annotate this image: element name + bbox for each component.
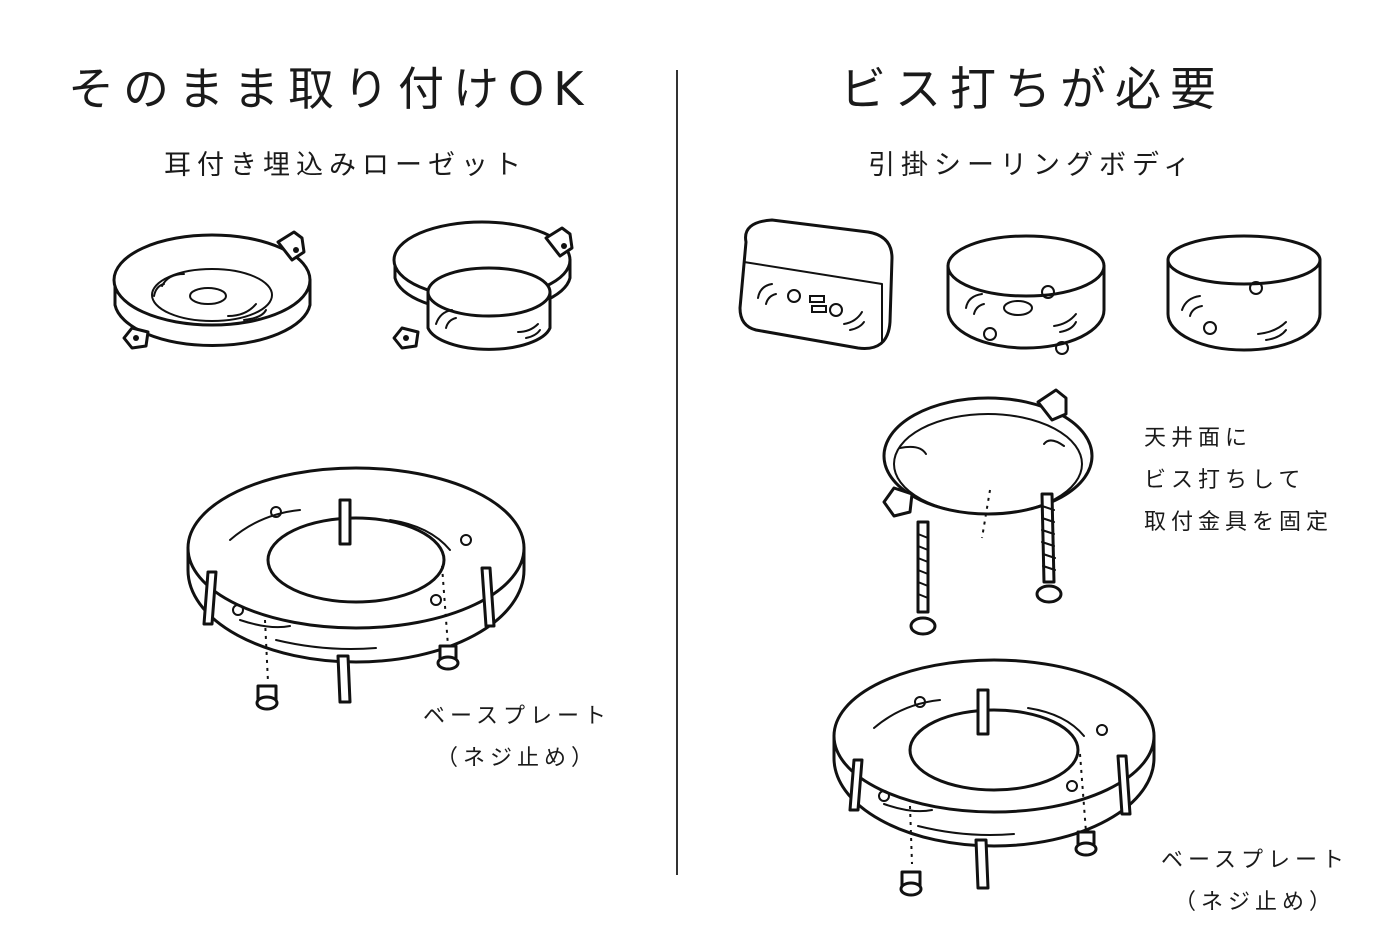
bracket-note-line-3: 取付金具を固定 <box>1144 509 1334 535</box>
right-subheading: 引掛シーリングボディ <box>868 150 1197 181</box>
bracket-note-line-1: 天井面に <box>1144 426 1253 451</box>
right-base-plate-caption: ベースプレート （ネジ止め） <box>1160 840 1350 924</box>
raised-rosette-illustration <box>392 220 574 351</box>
left-heading: そのまま取り付けOK <box>68 62 593 116</box>
center-divider <box>676 70 678 875</box>
mounting-bracket-illustration <box>882 388 1094 636</box>
flush-rosette-illustration <box>112 230 312 350</box>
base-plate-illustration <box>186 466 526 711</box>
left-subheading: 耳付き埋込みローゼット <box>164 150 527 181</box>
right-base-plate-illustration <box>832 658 1156 897</box>
round-ceiling-body-illustration <box>946 234 1106 355</box>
bracket-note-line-2: ビス打ちして <box>1144 467 1306 493</box>
right-base-plate-note: （ネジ止め） <box>1173 889 1336 915</box>
bracket-caption: 天井面に ビス打ちして 取付金具を固定 <box>1144 418 1333 543</box>
right-panel: ビス打ちが必要 引掛シーリングボディ <box>678 0 1400 933</box>
left-panel: そのまま取り付けOK 耳付き埋込みローゼット <box>0 0 676 933</box>
square-ceiling-body-illustration <box>738 218 894 350</box>
left-base-plate-caption: ベースプレート （ネジ止め） <box>422 696 612 780</box>
right-heading: ビス打ちが必要 <box>840 62 1225 116</box>
left-base-plate-note: （ネジ止め） <box>435 745 598 771</box>
right-base-plate-label: ベースプレート <box>1161 848 1349 873</box>
tall-round-ceiling-body-illustration <box>1166 234 1322 352</box>
left-base-plate-label: ベースプレート <box>423 704 611 729</box>
